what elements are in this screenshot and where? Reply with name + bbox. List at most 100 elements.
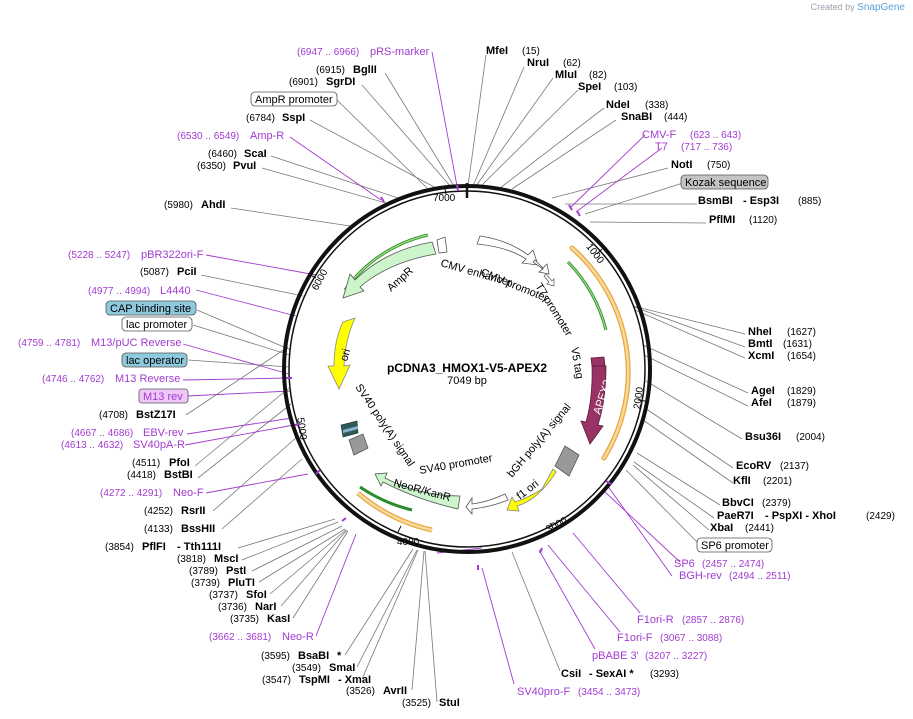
svg-text:(5228 .. 5247): (5228 .. 5247) xyxy=(68,250,130,261)
boxed-feature-labels: AmpR promoter Kozak sequence CAP binding… xyxy=(105,91,773,553)
enzyme-xbai: XbaI xyxy=(710,522,733,534)
svg-text:(3736): (3736) xyxy=(218,602,247,613)
v5-tag-label: V5 tag xyxy=(568,346,585,379)
svg-text:(444): (444) xyxy=(664,112,687,123)
svg-text:(750): (750) xyxy=(707,160,730,171)
enzyme-paer7i: PaeR7I xyxy=(717,510,754,522)
enzyme-bsabi: BsaBI xyxy=(298,650,329,662)
enzyme-bsu36i: Bsu36I xyxy=(745,431,781,443)
enzyme-ndei: NdeI xyxy=(606,99,630,111)
primer-ebv-rev: EBV-rev xyxy=(143,427,184,439)
enzyme-sgrdi: SgrDI xyxy=(326,76,355,88)
primer-cmv-f: CMV-F xyxy=(642,129,677,141)
svg-text:(62): (62) xyxy=(563,58,581,69)
ori-arrow xyxy=(327,317,356,390)
svg-text:(4977 .. 4994): (4977 .. 4994) xyxy=(88,286,150,297)
sv40-promoter-arrow xyxy=(465,493,509,516)
svg-text:- PspXI - XhoI: - PspXI - XhoI xyxy=(765,510,836,522)
enzyme-bmti: BmtI xyxy=(748,338,772,350)
scale-ticks xyxy=(290,187,646,533)
snapgene-logo: SnapGene xyxy=(857,2,905,13)
svg-text:(4252): (4252) xyxy=(144,506,173,517)
svg-text:(3526): (3526) xyxy=(346,686,375,697)
primer-f1ori-f: F1ori-F xyxy=(617,632,653,644)
enzyme-psti: PstI xyxy=(226,565,246,577)
enzyme-smai: SmaI xyxy=(329,662,355,674)
enzyme-nhei: NheI xyxy=(748,326,772,338)
primer-m13-reverse: M13 Reverse xyxy=(115,373,180,385)
enzyme-bsmbi: BsmBI xyxy=(698,195,733,207)
svg-text:(3739): (3739) xyxy=(191,578,220,589)
svg-text:(4418): (4418) xyxy=(127,470,156,481)
enzyme-tspmi: TspMI xyxy=(299,674,330,686)
svg-text:(3735): (3735) xyxy=(230,614,259,625)
svg-text:(1120): (1120) xyxy=(749,215,777,226)
svg-text:(3207 .. 3227): (3207 .. 3227) xyxy=(645,651,707,662)
ori-label: ori xyxy=(338,348,353,363)
svg-text:(3454 .. 3473): (3454 .. 3473) xyxy=(578,687,640,698)
lac-operator-label: lac operator xyxy=(126,355,184,367)
svg-text:(3662 .. 3681): (3662 .. 3681) xyxy=(209,632,271,643)
svg-text:(4759 .. 4781): (4759 .. 4781) xyxy=(18,338,80,349)
svg-text:(717 .. 736): (717 .. 736) xyxy=(681,142,732,153)
kozak-label: Kozak sequence xyxy=(685,177,766,189)
primer-leaders xyxy=(182,51,681,685)
enzyme-pfoi: PfoI xyxy=(169,457,190,469)
enzyme-pluti: PluTI xyxy=(228,577,255,589)
ampr-promoter-arrow xyxy=(436,236,448,254)
enzyme-kfli: KflI xyxy=(733,475,751,487)
primer-neo-f: Neo-F xyxy=(173,487,204,499)
svg-text:(4511): (4511) xyxy=(132,458,160,469)
svg-text:(3595): (3595) xyxy=(261,651,290,662)
m13-rev-box xyxy=(138,388,189,404)
svg-text:(6784): (6784) xyxy=(246,113,275,124)
primer-pbr322ori-f: pBR322ori-F xyxy=(141,249,204,261)
primer-f1ori-r: F1ori-R xyxy=(637,614,674,626)
cap-site-box xyxy=(105,300,197,316)
svg-text:(5980): (5980) xyxy=(164,200,193,211)
f1-ori-arrow xyxy=(506,468,557,512)
enzyme-mlui: MluI xyxy=(555,69,577,81)
svg-text:(2857 .. 2876): (2857 .. 2876) xyxy=(682,615,744,626)
svg-text:(4708): (4708) xyxy=(99,410,128,421)
svg-text:(2494 .. 2511): (2494 .. 2511) xyxy=(729,571,791,582)
neo-kanr-arrow xyxy=(374,472,461,510)
svg-text:(3789): (3789) xyxy=(189,566,218,577)
tick-7000: 7000 xyxy=(433,193,456,204)
watermark: Created by SnapGene xyxy=(810,2,905,13)
svg-text:(4667 .. 4686): (4667 .. 4686) xyxy=(71,428,133,439)
svg-text:(6530 .. 6549): (6530 .. 6549) xyxy=(177,131,239,142)
enzyme-bstbi: BstBI xyxy=(164,469,193,481)
enzyme-rsrii: RsrII xyxy=(181,505,205,517)
svg-text:(3067 .. 3088): (3067 .. 3088) xyxy=(660,633,722,644)
neo-label: NeoR/KanR xyxy=(392,477,452,504)
svg-text:(3818): (3818) xyxy=(177,554,206,565)
tick-2000: 2000 xyxy=(632,386,646,410)
enzyme-labels-right: MfeI (15) NruI (62) MluI (82) SpeI (103)… xyxy=(486,45,895,680)
primer-sv40pro-f: SV40pro-F xyxy=(517,686,570,698)
t7-promoter-label: T7 promoter xyxy=(532,281,574,338)
cap-site-stripe xyxy=(343,426,358,433)
enzyme-scai: ScaI xyxy=(244,148,267,160)
primer-prs-marker: pRS-marker xyxy=(370,46,430,58)
svg-text:(6915): (6915) xyxy=(316,65,345,76)
primer-pbabe3: pBABE 3' xyxy=(592,650,639,662)
svg-text:(3854): (3854) xyxy=(105,542,134,553)
enzyme-pvui: PvuI xyxy=(233,160,256,172)
svg-text:(3737): (3737) xyxy=(209,590,238,601)
lac-promoter-label: lac promoter xyxy=(126,319,187,331)
svg-text:(1627): (1627) xyxy=(787,327,816,338)
sv40-polya-label: SV40 poly(A) signal xyxy=(353,382,417,469)
tick-3000: 3000 xyxy=(544,515,569,535)
ampr-promoter-box xyxy=(250,91,338,107)
enzyme-msci: MscI xyxy=(214,553,238,565)
primer-ticks xyxy=(286,184,612,570)
cap-site-label: CAP binding site xyxy=(110,303,191,315)
enzyme-bstz17i: BstZ17I xyxy=(136,409,176,421)
lac-promoter-box xyxy=(121,316,193,332)
apex2-arrow xyxy=(580,365,607,445)
plasmid-name: pCDNA3_HMOX1-V5-APEX2 xyxy=(387,361,547,375)
enzyme-kasi: KasI xyxy=(267,613,290,625)
enzyme-nrui: NruI xyxy=(527,57,549,69)
